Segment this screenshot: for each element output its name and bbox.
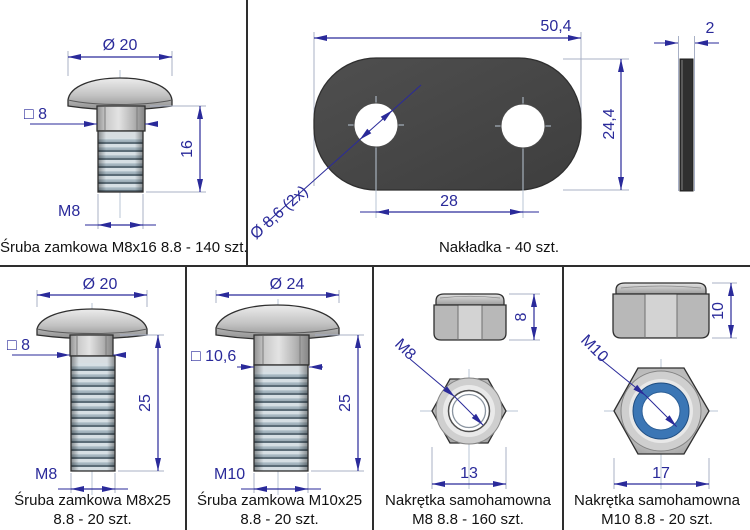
- length-label: 16: [179, 140, 196, 158]
- length-label: 25: [137, 394, 154, 412]
- nut-side-view: [433, 293, 507, 341]
- caption-line1: Nakrętka samohamowna: [385, 492, 551, 509]
- hole-right: [500, 103, 546, 149]
- dim-head-diameter: Ø 24: [215, 276, 340, 303]
- head-diameter-label: Ø 20: [83, 276, 118, 293]
- divider-top-vertical: [246, 0, 248, 266]
- thread-label: M8: [391, 336, 419, 364]
- nut-height-label: 10: [710, 302, 727, 320]
- panel-plate: 50,4 Ø 8,6 (2x) 28: [248, 0, 750, 265]
- dim-plate-height: 24,4: [563, 58, 629, 191]
- dim-head-diameter: Ø 20: [67, 37, 173, 76]
- thread-label: M10: [577, 332, 611, 366]
- divider-bottom-1: [185, 267, 187, 530]
- head-rim-line: [215, 327, 340, 334]
- dim-nut-height: 10: [710, 282, 737, 339]
- dim-square: □ 8: [7, 337, 126, 358]
- caption-plate: Nakładka - 40 szt.: [438, 239, 560, 256]
- length-label: 25: [337, 394, 354, 412]
- dim-length: 25: [118, 334, 164, 472]
- caption-line2: M10 8.8 - 20 szt.: [601, 511, 713, 528]
- caption-line1: Śruba zamkowa M10x25: [196, 492, 363, 509]
- panel-bolt-m10x25: Ø 24 □ 10,6 25: [187, 267, 372, 530]
- drawing-bolt-m8x25: Ø 20 □ 8 25: [7, 276, 164, 495]
- head-diameter-label: Ø 24: [270, 276, 305, 293]
- caption-bolt-m10x25: Śruba zamkowa M10x25 8.8 - 20 szt.: [187, 491, 372, 529]
- caption-nut-m8: Nakrętka samohamowna M8 8.8 - 160 szt.: [374, 491, 562, 529]
- divider-bottom-2: [372, 267, 374, 530]
- plate-outline: [313, 57, 582, 191]
- caption-nut-m10: Nakrętka samohamowna M10 8.8 - 20 szt.: [564, 491, 750, 529]
- dim-hole-spacing: 28: [360, 193, 539, 215]
- panel-nut-m10: 10 M10 17 Nakrętka s: [564, 267, 750, 530]
- square-label: □ 8: [7, 337, 30, 354]
- head-rim-line: [36, 328, 148, 334]
- bolt-head: [67, 77, 173, 111]
- divider-horizontal: [0, 265, 750, 267]
- square-label: □ 8: [24, 106, 47, 123]
- dim-plate-width: 50,4: [313, 18, 582, 186]
- hole-diameter-label: Ø 8,6 (2x): [248, 183, 312, 243]
- bolt-head: [36, 308, 148, 340]
- dim-square: □ 10,6: [191, 348, 323, 370]
- square-neck: [69, 334, 114, 357]
- square-neck: [253, 334, 310, 366]
- dim-length: 25: [311, 334, 364, 472]
- drawing-nut-m8: 8 M8 13: [391, 293, 540, 489]
- drawing-nut-m10: 10 M10 17: [577, 282, 737, 489]
- caption-line1: Śruba zamkowa M8x25: [14, 492, 171, 509]
- square-label: □ 10,6: [191, 348, 236, 365]
- caption-line2: 8.8 - 20 szt.: [53, 511, 132, 528]
- panel-nut-m8: 8 M8 13 Nakrętka sam: [374, 267, 562, 530]
- divider-bottom-3: [562, 267, 564, 530]
- dim-thread: M10: [214, 466, 321, 493]
- threaded-shaft: [253, 364, 309, 472]
- dim-thread: M8: [58, 194, 156, 229]
- nut-side-view: [612, 282, 710, 339]
- width-across-label: 13: [460, 465, 478, 482]
- caption-line1: Nakrętka samohamowna: [574, 492, 740, 509]
- threaded-shaft: [70, 355, 116, 472]
- square-neck: [96, 105, 146, 132]
- thickness-label: 2: [706, 20, 715, 37]
- drawing-bolt-m8x16: Ø 20 □ 8 16: [24, 37, 206, 229]
- bolt-head: [215, 304, 340, 341]
- thread-label: M8: [58, 203, 80, 220]
- nut-height-label: 8: [513, 312, 530, 321]
- head-diameter-label: Ø 20: [103, 37, 138, 54]
- dim-thread: M8: [35, 466, 128, 493]
- dim-width-across: 17: [613, 458, 710, 489]
- plate-side-view: [678, 36, 695, 192]
- thread-label: M8: [35, 466, 57, 483]
- plate-width-label: 50,4: [540, 18, 571, 35]
- hole-spacing-label: 28: [440, 193, 458, 210]
- caption-bolt-m8x25: Śruba zamkowa M8x25 8.8 - 20 szt.: [0, 491, 185, 529]
- dim-square: □ 8: [24, 106, 158, 127]
- drawing-plate: 50,4 Ø 8,6 (2x) 28: [248, 18, 719, 243]
- dim-head-diameter: Ø 20: [36, 276, 148, 307]
- dim-thickness: 2: [654, 20, 719, 46]
- width-across-label: 17: [652, 465, 670, 482]
- panel-bolt-m8x25: Ø 20 □ 8 25: [0, 267, 185, 530]
- dim-nut-height: 8: [509, 293, 540, 341]
- panel-bolt-m8x16: Ø 20 □ 8 16: [0, 0, 248, 265]
- caption-line2: 8.8 - 20 szt.: [240, 511, 319, 528]
- head-rim-line: [67, 99, 173, 105]
- threaded-shaft: [97, 130, 144, 193]
- dim-width-across: 13: [431, 447, 507, 489]
- dim-length: 16: [146, 105, 206, 193]
- caption-bolt-m8x16: Śruba zamkowa M8x16 8.8 - 140 szt.: [0, 239, 248, 256]
- thread-label: M10: [214, 466, 245, 483]
- plate-height-label: 24,4: [601, 108, 618, 139]
- caption-line2: M8 8.8 - 160 szt.: [412, 511, 524, 528]
- drawing-bolt-m10x25: Ø 24 □ 10,6 25: [191, 276, 364, 495]
